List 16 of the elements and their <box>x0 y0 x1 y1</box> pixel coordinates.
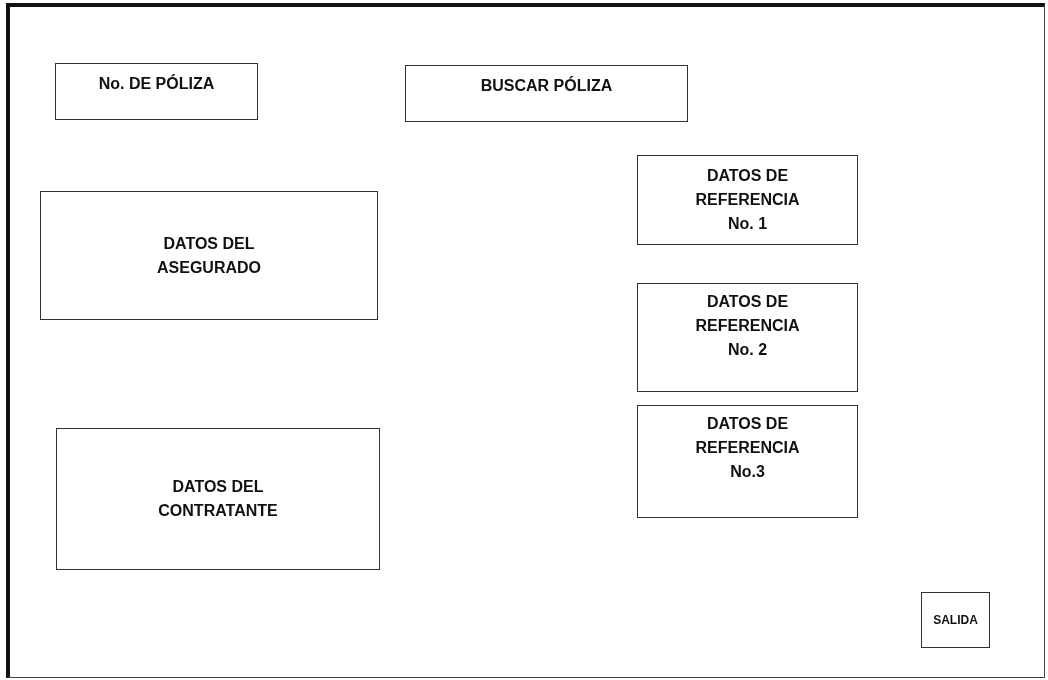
box-label: DATOS DE REFERENCIA No. 2 <box>694 292 801 360</box>
section-box <box>637 155 858 245</box>
box-label: DATOS DE REFERENCIA No. 1 <box>694 166 801 234</box>
section-box <box>56 428 380 570</box>
box-label: DATOS DEL ASEGURADO <box>157 233 261 278</box>
box-label: DATOS DEL CONTRATANTE <box>158 477 278 521</box>
section-box <box>637 405 858 518</box>
search-button-box <box>405 65 688 122</box>
box-label: No. DE PÓLIZA <box>98 73 215 94</box>
section-box <box>637 283 858 392</box>
box-label: DATOS DE REFERENCIA No.3 <box>694 414 801 482</box>
label-box <box>55 63 258 120</box>
box-label: BUSCAR PÓLIZA <box>480 75 613 96</box>
box-label: SALIDA <box>933 612 978 629</box>
exit-box <box>921 592 990 648</box>
section-box <box>40 191 378 320</box>
